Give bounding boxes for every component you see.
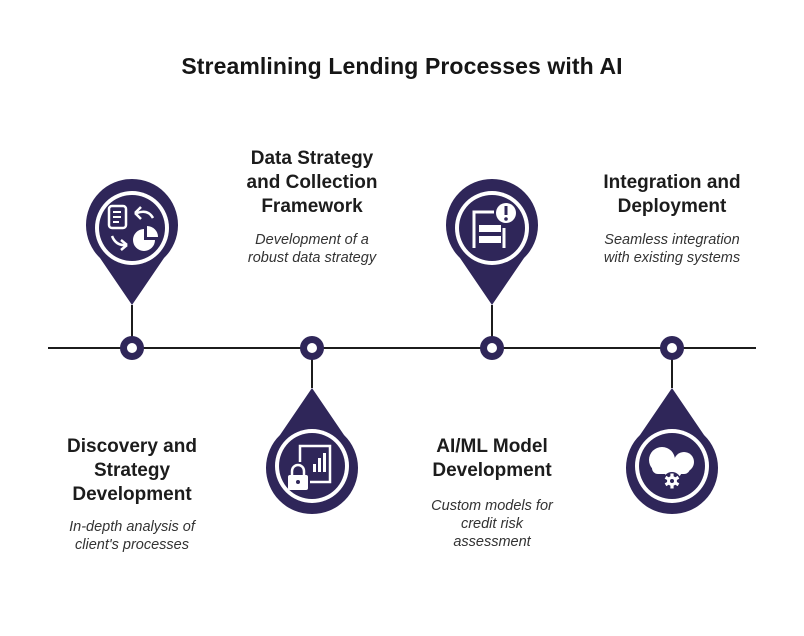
pin-marker-1 (85, 178, 178, 305)
stage-2-title-line-3: Framework (261, 196, 363, 217)
stage-3-title: AI/ML Model Development (400, 435, 584, 483)
stage-1-title-line-3: Development (72, 484, 192, 505)
page-title: Streamlining Lending Processes with AI (181, 53, 623, 79)
stage-4-title-line-1: Integration and (603, 172, 741, 193)
stage-1-title-line-2: Strategy (93, 460, 171, 481)
timeline-node-3 (480, 336, 504, 360)
stage-3-description-line-1: Custom models for (431, 498, 553, 514)
stage-4-description-line-1: Seamless integration (604, 232, 740, 248)
stage-3-description: Custom models for credit risk assessment (400, 497, 584, 551)
stage-4-description: Seamless integration with existing syste… (580, 231, 764, 267)
stage-2-description: Development of a robust data strategy (220, 231, 404, 267)
stage-3-description-line-2: credit risk (460, 516, 524, 532)
stage-2-description-line-1: Development of a (255, 232, 369, 248)
stage-3-description-line-3: assessment (453, 534, 531, 550)
stage-1-description: In-depth analysis of client's processes (40, 518, 224, 554)
stage-1-description-line-2: client's processes (75, 537, 189, 553)
stage-2-title-line-2: and Collection (246, 172, 378, 193)
stage-3-title-line-2: Development (432, 460, 552, 481)
timeline-node-1 (120, 336, 144, 360)
document-exchange-pie-chart-icon (107, 204, 158, 251)
secure-data-report-icon (288, 444, 332, 490)
stage-4-title: Integration and Deployment (580, 171, 764, 219)
pin-marker-3 (446, 178, 538, 305)
timeline-node-2 (300, 336, 324, 360)
stage-1-title: Discovery and Strategy Development (40, 435, 224, 507)
stage-2-description-line-2: robust data strategy (247, 250, 377, 266)
stage-2-title-line-1: Data Strategy (250, 148, 374, 169)
pin-marker-4 (626, 388, 719, 515)
stage-4-title-line-2: Deployment (617, 196, 727, 217)
stage-1-description-line-1: In-depth analysis of (69, 519, 195, 535)
pin-marker-2 (266, 388, 359, 515)
stage-4-description-line-2: with existing systems (603, 250, 741, 266)
cloud-settings-icon (649, 447, 694, 490)
form-alert-icon (472, 203, 516, 248)
stage-1-title-line-1: Discovery and (67, 436, 197, 457)
stage-2-title: Data Strategy and Collection Framework (220, 147, 404, 219)
stage-3-title-line-1: AI/ML Model (436, 436, 548, 457)
timeline-node-4 (660, 336, 684, 360)
